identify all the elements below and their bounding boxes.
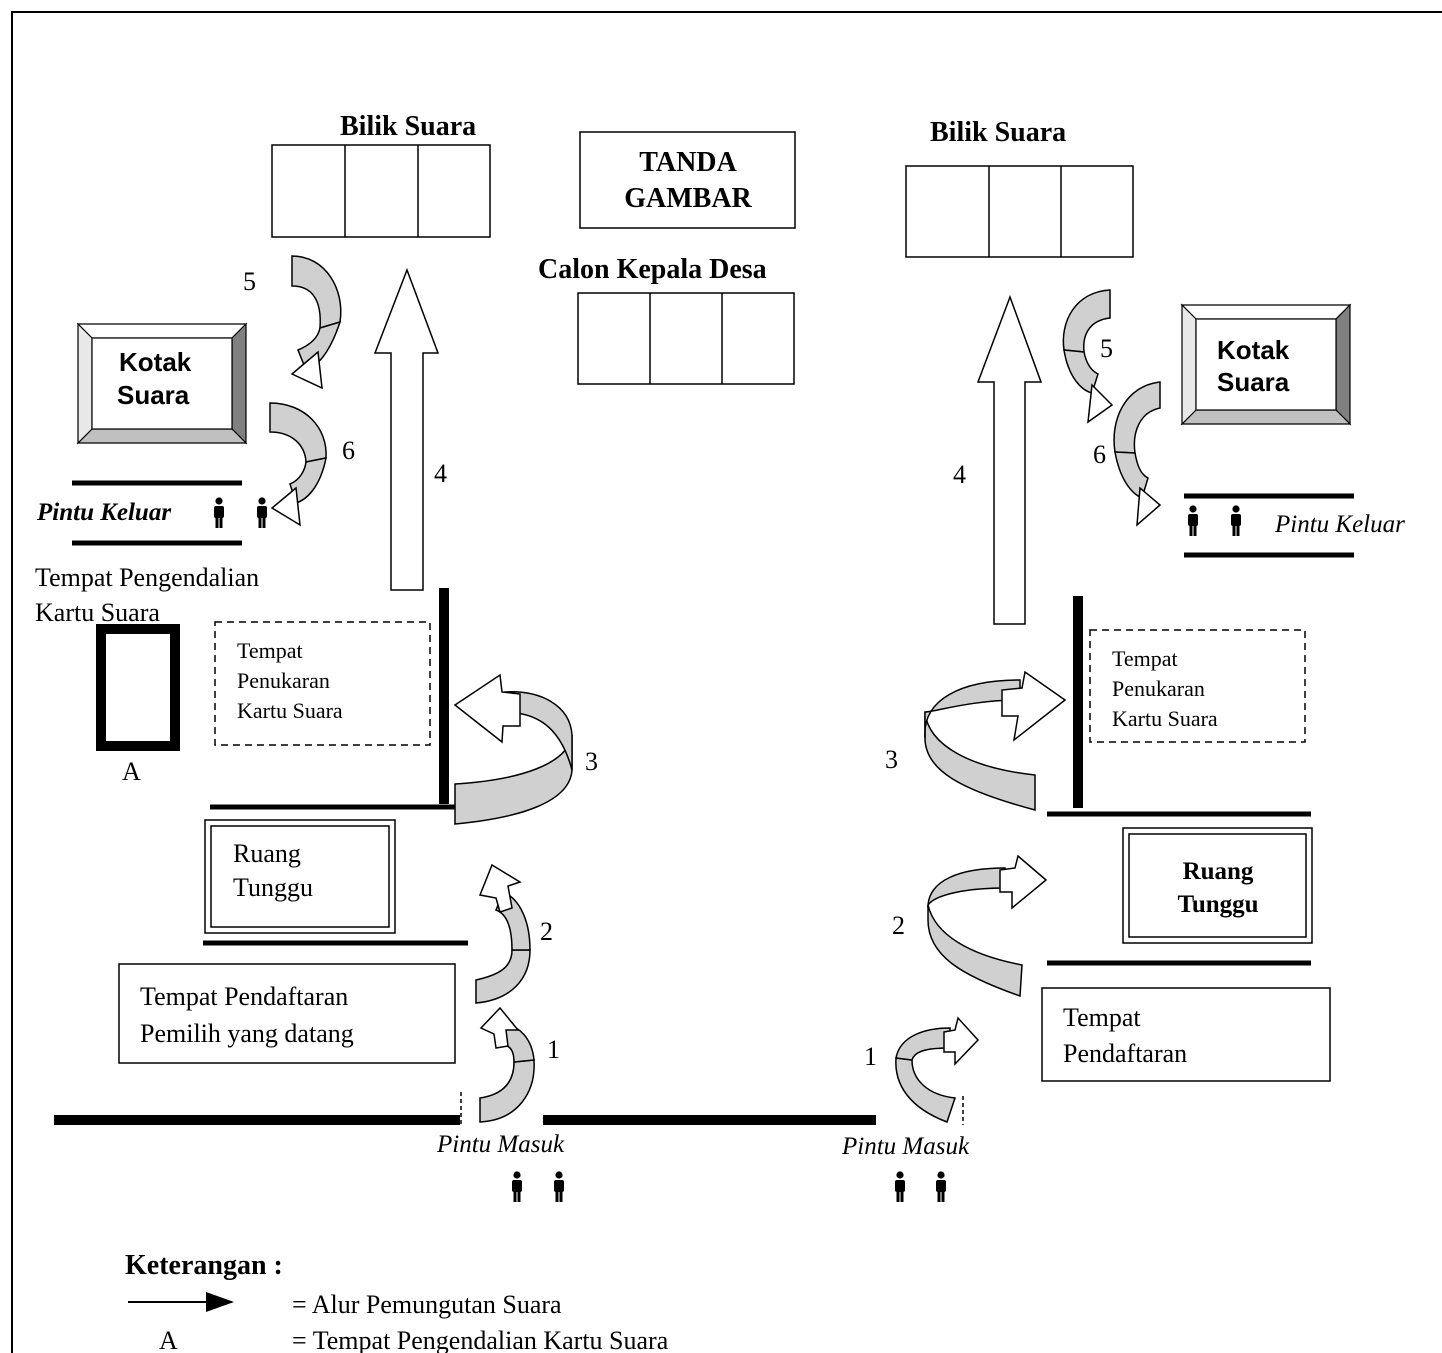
right-step5-arrow <box>1062 289 1114 424</box>
left-step2-arrow <box>475 863 531 1004</box>
left-bilik-suara-booths <box>271 144 491 238</box>
right-entry-person-icon <box>936 1171 946 1202</box>
left-pintu-keluar-label: Pintu Keluar <box>36 499 171 526</box>
left-step6-number: 6 <box>342 436 355 465</box>
right-kotak-suara-line2: Suara <box>1217 367 1290 397</box>
calon-kepala-desa-boxes <box>577 292 795 385</box>
left-exit-person-icon <box>214 497 224 528</box>
left-entry-person-icon <box>554 1171 564 1202</box>
right-pintu-masuk-label: Pintu Masuk <box>841 1133 970 1160</box>
right-step3-number: 3 <box>885 745 898 774</box>
legend-item-a-symbol: A <box>159 1326 178 1353</box>
right-pendaftaran-line1: Tempat <box>1063 1003 1141 1032</box>
right-entry-person-icon <box>895 1171 905 1202</box>
right-bilik-suara-label: Bilik Suara <box>930 117 1066 148</box>
left-penukaran-line3: Kartu Suara <box>237 698 343 723</box>
left-ruang-tunggu-line2: Tunggu <box>233 873 313 902</box>
left-pengendalian-box-a <box>96 624 180 751</box>
left-pendaftaran-line1: Tempat Pendaftaran <box>140 982 348 1011</box>
right-step6-arrow <box>1113 381 1162 527</box>
left-kotak-suara-box <box>76 322 248 445</box>
right-penukaran-line3: Kartu Suara <box>1112 706 1218 731</box>
left-step1-arrow <box>479 1006 535 1123</box>
right-ruang-tunggu-line2: Tunggu <box>1177 891 1258 918</box>
left-step5-number: 5 <box>243 267 256 296</box>
right-ruang-tunggu-box <box>1122 827 1313 944</box>
left-bilik-suara-label: Bilik Suara <box>340 111 476 142</box>
right-step4-arrow <box>976 294 1043 625</box>
right-step3-arrow <box>924 670 1067 811</box>
right-step2-arrow <box>927 854 1048 998</box>
tanda-gambar-line1: TANDA <box>639 147 737 178</box>
left-pendaftaran-line2: Pemilih yang datang <box>140 1019 354 1048</box>
right-exit-person-icon <box>1231 505 1241 536</box>
right-step1-arrow <box>895 1016 980 1123</box>
right-pendaftaran-box <box>1041 987 1331 1082</box>
left-kotak-suara-line1: Kotak <box>119 347 192 377</box>
left-pintu-masuk-label: Pintu Masuk <box>436 1131 565 1158</box>
left-step4-arrow <box>373 267 440 591</box>
left-marker-a: A <box>122 757 141 786</box>
right-penukaran-box <box>1089 629 1306 743</box>
calon-kepala-desa-label: Calon Kepala Desa <box>538 254 767 285</box>
left-step4-number: 4 <box>434 459 447 488</box>
left-kotak-suara-line2: Suara <box>117 380 190 410</box>
right-step6-number: 6 <box>1093 440 1106 469</box>
left-entry-person-icon <box>512 1171 522 1202</box>
right-bilik-suara-booths <box>905 165 1134 258</box>
legend-item-alur: = Alur Pemungutan Suara <box>292 1290 562 1319</box>
left-pengendalian-line1: Tempat Pengendalian <box>35 563 259 592</box>
legend-item-a-text: = Tempat Pengendalian Kartu Suara <box>292 1326 669 1353</box>
right-penukaran-line2: Penukaran <box>1112 676 1205 701</box>
left-step3-arrow <box>453 673 573 825</box>
left-penukaran-line2: Penukaran <box>237 668 330 693</box>
page-border <box>11 11 1442 1353</box>
left-step6-arrow <box>269 402 327 527</box>
right-kotak-suara-line1: Kotak <box>1217 335 1290 365</box>
left-step2-number: 2 <box>540 917 553 946</box>
right-exit-person-icon <box>1188 505 1198 536</box>
right-penukaran-line1: Tempat <box>1112 646 1178 671</box>
left-exit-person-icon <box>257 497 267 528</box>
left-step3-number: 3 <box>585 747 598 776</box>
right-step1-number: 1 <box>864 1042 877 1071</box>
right-step4-number: 4 <box>953 460 966 489</box>
right-step2-number: 2 <box>892 911 905 940</box>
left-ruang-tunggu-line1: Ruang <box>233 839 301 868</box>
left-step5-arrow <box>290 255 342 390</box>
right-step5-number: 5 <box>1100 334 1113 363</box>
left-penukaran-box <box>214 621 431 746</box>
left-penukaran-line1: Tempat <box>237 638 303 663</box>
tanda-gambar-box <box>579 131 796 229</box>
right-kotak-suara-box <box>1180 303 1352 426</box>
left-ruang-tunggu-box <box>204 819 396 934</box>
left-pendaftaran-box <box>118 963 456 1064</box>
right-ruang-tunggu-line1: Ruang <box>1183 858 1254 885</box>
left-pengendalian-line2: Kartu Suara <box>35 598 160 627</box>
right-pintu-keluar-label: Pintu Keluar <box>1274 511 1405 538</box>
legend-title: Keterangan : <box>125 1250 283 1281</box>
tanda-gambar-line2: GAMBAR <box>624 183 752 214</box>
left-step1-number: 1 <box>547 1035 560 1064</box>
right-pendaftaran-line2: Pendaftaran <box>1063 1039 1187 1068</box>
